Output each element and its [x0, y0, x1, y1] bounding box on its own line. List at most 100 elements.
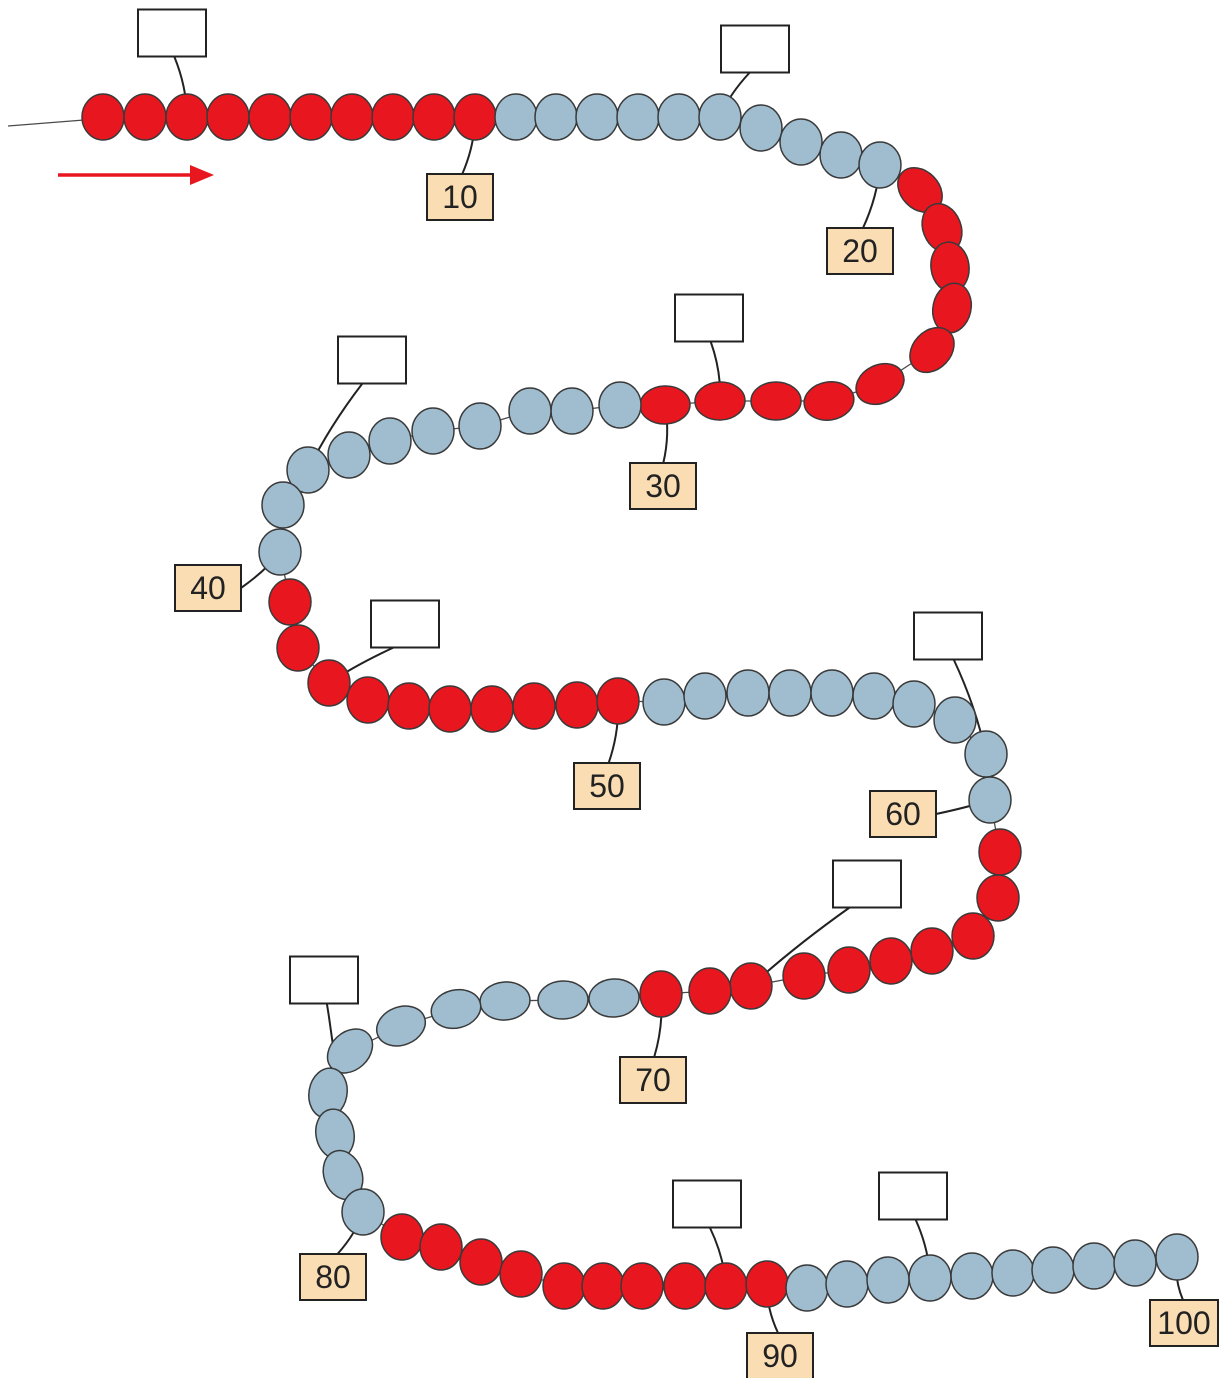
residue-bead: [892, 680, 936, 728]
residue-bead: [768, 669, 812, 717]
number-label-text: 60: [885, 796, 921, 832]
residue-bead: [387, 682, 431, 730]
arrow-head-icon: [190, 165, 214, 185]
residue-bead: [866, 1256, 910, 1304]
residue-bead: [596, 677, 640, 725]
residue-bead: [458, 402, 502, 450]
residue-bead: [616, 93, 660, 141]
residue-bead: [419, 1223, 463, 1271]
residue-bead: [375, 1005, 427, 1047]
residue-bead: [430, 988, 482, 1030]
number-label-box: [1149, 1299, 1219, 1347]
residue-number-label: 50: [573, 762, 641, 810]
blank-answer-box[interactable]: [672, 1179, 742, 1229]
blank-box-rect: [289, 955, 359, 1005]
blank-answer-box[interactable]: [370, 599, 440, 649]
number-label-box: [826, 227, 894, 275]
blank-answer-box[interactable]: [289, 955, 359, 1005]
residue-bead: [827, 946, 871, 994]
number-label-text: 40: [190, 570, 226, 606]
number-label-box: [746, 1332, 814, 1378]
residue-bead: [825, 1260, 869, 1308]
residue-bead: [276, 624, 320, 672]
number-label-text: 90: [762, 1338, 798, 1374]
residue-bead: [858, 141, 902, 189]
residue-bead: [534, 93, 578, 141]
residue-beads: [81, 93, 1199, 1312]
residue-bead: [639, 970, 683, 1018]
number-label-box: [869, 790, 937, 838]
residue-bead: [968, 776, 1012, 824]
blank-box-rect: [337, 335, 407, 385]
residue-bead: [803, 381, 855, 421]
number-label-text: 100: [1157, 1305, 1210, 1341]
residue-bead: [411, 407, 455, 455]
residue-bead: [745, 1260, 789, 1308]
residue-bead: [694, 381, 746, 421]
residue-bead: [470, 685, 514, 733]
residue-number-label: 100: [1149, 1299, 1219, 1347]
residue-bead: [964, 730, 1008, 778]
residue-bead: [639, 385, 691, 425]
residue-bead: [453, 93, 497, 141]
number-label-box: [299, 1253, 367, 1301]
number-label-box: [573, 762, 641, 810]
residue-bead: [307, 659, 351, 707]
blank-answer-box[interactable]: [137, 8, 207, 58]
number-label-box: [426, 173, 494, 221]
residue-number-label: 70: [619, 1056, 687, 1104]
number-label-text: 80: [315, 1259, 351, 1295]
label-boxes: 10 20 30 40 50 60 70 80 90 100: [137, 8, 1219, 1378]
residue-number-label: 40: [174, 564, 242, 612]
blank-answer-box[interactable]: [337, 335, 407, 385]
residue-bead: [657, 93, 701, 141]
residue-bead: [663, 1262, 707, 1310]
residue-bead: [81, 93, 125, 141]
residue-bead: [855, 362, 905, 406]
residue-number-label: 30: [629, 462, 697, 510]
residue-bead: [555, 681, 599, 729]
blank-box-rect: [137, 8, 207, 58]
residue-bead: [330, 93, 374, 141]
blank-answer-box[interactable]: [832, 859, 902, 909]
residue-bead: [268, 578, 312, 626]
residue-number-label: 10: [426, 173, 494, 221]
residue-bead: [258, 528, 302, 576]
blank-box-rect: [832, 859, 902, 909]
residue-bead: [978, 828, 1022, 876]
blank-box-rect: [674, 293, 744, 343]
direction-arrow: [58, 165, 214, 185]
blank-answer-box[interactable]: [878, 1171, 948, 1221]
number-label-text: 20: [842, 233, 878, 269]
residue-bead: [598, 381, 642, 429]
residue-bead: [368, 417, 412, 465]
residue-bead: [286, 446, 330, 494]
residue-bead: [508, 387, 552, 435]
n-terminus-tail: [7, 119, 85, 127]
residue-bead: [327, 431, 371, 479]
residue-bead: [412, 93, 456, 141]
residue-bead: [428, 685, 472, 733]
residue-bead: [933, 696, 977, 744]
residue-bead: [909, 326, 955, 374]
residue-bead: [976, 874, 1020, 922]
residue-bead: [123, 93, 167, 141]
residue-bead: [1031, 1246, 1075, 1294]
blank-answer-box[interactable]: [913, 611, 983, 661]
residue-bead: [542, 1262, 586, 1310]
number-label-text: 50: [589, 768, 625, 804]
residue-bead: [575, 93, 619, 141]
blank-answer-box[interactable]: [674, 293, 744, 343]
residue-bead: [248, 93, 292, 141]
residue-bead: [991, 1249, 1035, 1297]
number-label-box: [174, 564, 242, 612]
residue-bead: [688, 967, 732, 1015]
residue-bead: [1155, 1233, 1199, 1281]
residue-bead: [371, 93, 415, 141]
residue-bead: [512, 682, 556, 730]
residue-bead: [341, 1188, 385, 1236]
residue-bead: [750, 381, 802, 421]
blank-answer-box[interactable]: [720, 24, 790, 74]
residue-bead: [951, 912, 995, 960]
